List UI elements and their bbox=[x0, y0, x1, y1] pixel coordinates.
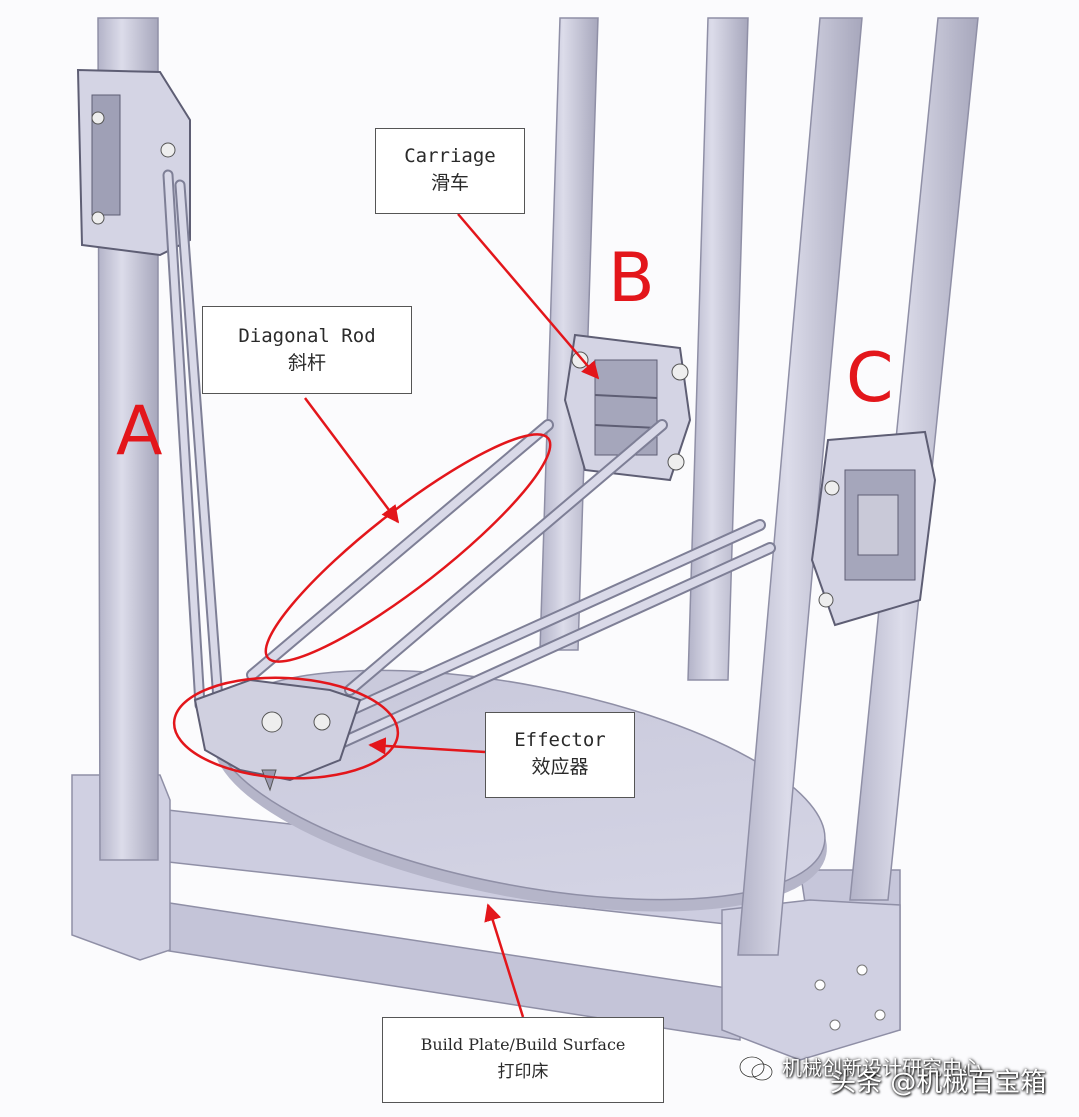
build-plate-callout: Build Plate/Build Surface 打印床 bbox=[382, 1017, 664, 1103]
diagonal-rod-label-en: Diagonal Rod bbox=[238, 325, 376, 347]
carriage-callout: Carriage 滑车 bbox=[375, 128, 525, 214]
effector-callout: Effector 效应器 bbox=[485, 712, 635, 798]
carriage-c bbox=[810, 430, 937, 627]
diagonal-rod-callout: Diagonal Rod 斜杆 bbox=[202, 306, 412, 394]
tower-label-c: C bbox=[846, 339, 894, 418]
build-plate-label-en: Build Plate/Build Surface bbox=[420, 1035, 626, 1054]
watermark-line-2: 头条 @机械百宝箱 bbox=[830, 1068, 1047, 1098]
annotations bbox=[172, 213, 600, 1018]
effector-highlight bbox=[172, 676, 400, 780]
carriage-a bbox=[76, 68, 191, 257]
carriage-arrow bbox=[457, 213, 600, 380]
effector-label-en: Effector bbox=[514, 729, 606, 751]
carriage-label-en: Carriage bbox=[404, 145, 496, 167]
carriage-label-zh: 滑车 bbox=[430, 172, 469, 194]
build-plate-label-zh: 打印床 bbox=[497, 1062, 549, 1082]
diagonal-rod-label-zh: 斜杆 bbox=[287, 352, 326, 374]
build-plate-arrow bbox=[484, 903, 525, 1018]
tower-label-b: B bbox=[608, 239, 655, 318]
effector bbox=[193, 678, 362, 792]
diagonal-rod-arrow bbox=[304, 397, 400, 524]
watermark-line-1: 机械创新设计研究中心 bbox=[782, 1056, 982, 1080]
effector-label-zh: 效应器 bbox=[531, 756, 589, 778]
wechat-icon bbox=[738, 1054, 776, 1084]
rear-towers bbox=[539, 17, 749, 681]
tower-label-a: A bbox=[116, 392, 163, 471]
effector-arrow bbox=[368, 737, 486, 755]
